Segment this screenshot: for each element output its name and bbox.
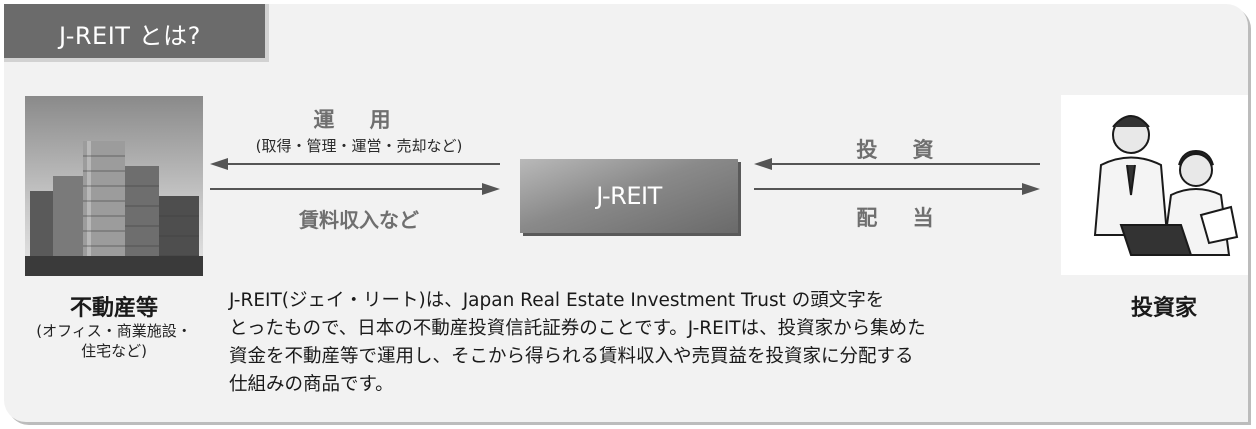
jreit-box-label: J-REIT [596,182,662,210]
investor-label: 投資家 [1130,296,1197,321]
panel-title: J-REIT とは? [59,22,201,50]
dividend-label: 配 当 [856,206,948,230]
title-tab: J-REIT とは? [4,4,269,62]
investors-illustration [1061,95,1248,275]
operation-detail-label: (取得・管理・運営・売却など) [255,137,463,155]
jreit-box: J-REIT [520,159,738,233]
jreit-explainer-panel: J-REIT とは? [4,4,1248,422]
buildings-illustration [25,96,203,276]
real-estate-label: 不動産等 [69,296,158,321]
rental-income-label: 賃料収入など [299,208,419,232]
real-estate-sublabel: (オフィス・商業施設・ 住宅など) [36,322,192,360]
description-text: J-REIT(ジェイ・リート)は、Japan Real Estate Inves… [229,290,926,395]
investment-label: 投 資 [856,138,948,162]
operation-label: 運 用 [313,108,405,132]
